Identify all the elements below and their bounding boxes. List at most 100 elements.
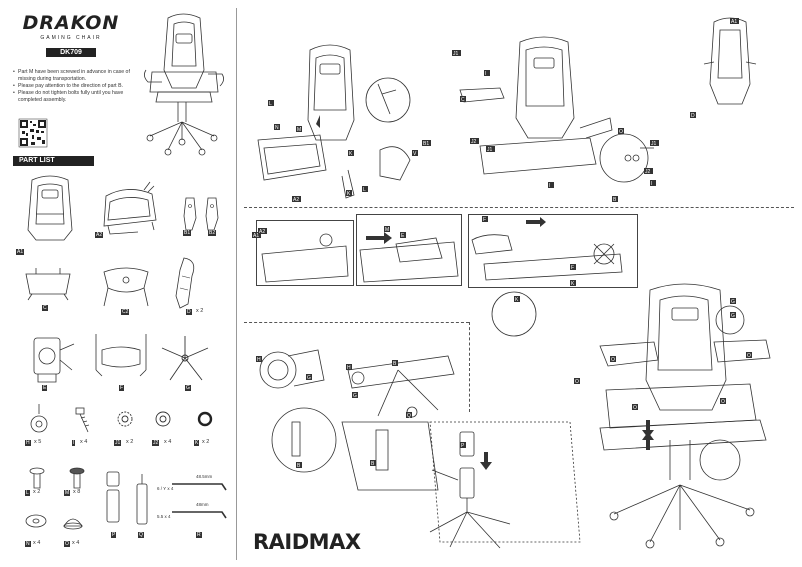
note-item: Part M have been screwed in advance in c… xyxy=(13,69,133,83)
step-callout-label: N xyxy=(274,124,280,131)
svg-text:M: M xyxy=(385,227,389,233)
part-label: I xyxy=(72,440,76,446)
part-label: R xyxy=(196,532,202,538)
svg-text:I: I xyxy=(651,181,652,187)
step-3a-panel xyxy=(256,220,354,286)
step-5-final-chair xyxy=(599,283,771,549)
step-callout-label: B xyxy=(612,196,618,203)
assembly-notes: Part M have been screwed in advance in c… xyxy=(13,69,133,104)
svg-text:I: I xyxy=(549,183,550,189)
step-callout-label: M xyxy=(296,126,302,133)
part-quantity: x 2 xyxy=(126,439,134,445)
svg-text:O: O xyxy=(747,353,751,359)
step-callout-label: O xyxy=(746,352,752,359)
step-callout-label: P xyxy=(460,442,466,449)
chair-overview-illustration xyxy=(144,13,224,156)
part-b1-cover xyxy=(183,197,197,231)
panel-divider xyxy=(236,8,237,560)
part-j1-lock-washer xyxy=(117,411,133,427)
svg-text:L: L xyxy=(363,187,366,193)
step-2-armrest-attach xyxy=(459,36,654,183)
svg-text:A1: A1 xyxy=(731,19,737,25)
part-j2-flat-washer xyxy=(155,411,171,427)
svg-text:G: G xyxy=(731,313,735,319)
brand-subtitle: GAMING CHAIR xyxy=(40,35,102,41)
svg-text:B: B xyxy=(297,463,301,469)
svg-text:B: B xyxy=(371,461,375,467)
note-item: Please pay attention to the direction of… xyxy=(13,83,133,90)
step-3c-panel xyxy=(468,214,638,288)
model-badge: DK709 xyxy=(46,48,96,57)
part-label: A2 xyxy=(95,232,104,238)
part-label: G xyxy=(185,385,191,391)
part-label: O xyxy=(64,541,70,547)
step-callout-label: I xyxy=(650,180,656,187)
step-callout-label: V xyxy=(412,150,418,157)
step-3b-panel xyxy=(356,214,462,286)
svg-text:O: O xyxy=(611,357,615,363)
step-callout-label: C xyxy=(460,96,466,103)
step-callout-label: I xyxy=(484,70,490,77)
svg-text:G: G xyxy=(731,299,735,305)
part-quantity: x 4 xyxy=(33,540,41,546)
step-callout-label: A1 xyxy=(252,232,261,239)
part-quantity: x 4 xyxy=(164,439,172,445)
part-o-cap xyxy=(63,518,83,530)
step-callout-label: E xyxy=(400,232,406,239)
part-label: J1 xyxy=(114,440,122,446)
brand-block: DRAKON GAMING CHAIR DK709 xyxy=(20,12,122,59)
step-callout-label: O xyxy=(720,398,726,405)
part-c-mechanism-plate xyxy=(25,268,71,301)
svg-text:F: F xyxy=(483,217,486,223)
part-label: B1 xyxy=(183,230,192,236)
step-callout-label: B xyxy=(296,462,302,469)
svg-text:O: O xyxy=(575,379,579,385)
svg-text:N: N xyxy=(275,125,279,131)
step-callout-label: L xyxy=(268,100,274,107)
step-4-base-assembly xyxy=(259,349,459,491)
step-callout-label: O xyxy=(618,128,624,135)
part-i-bolt xyxy=(75,407,90,433)
svg-text:A1: A1 xyxy=(253,233,259,239)
step-callout-label: A2 xyxy=(292,196,301,203)
part-quantity: x 2 xyxy=(33,489,41,495)
part-label: E xyxy=(42,385,48,391)
part-k-ring xyxy=(197,411,213,427)
part-label: N xyxy=(25,541,31,547)
svg-text:K: K xyxy=(571,281,575,287)
part-label: H xyxy=(25,440,31,446)
part-label: C2 xyxy=(121,309,130,315)
part-list-panel: DRAKON GAMING CHAIR DK709 Part M have be… xyxy=(0,0,236,567)
part-label: F xyxy=(119,385,125,391)
qr-code xyxy=(18,118,48,148)
svg-text:G: G xyxy=(307,375,311,381)
step-callout-label: K xyxy=(570,280,576,287)
svg-text:H: H xyxy=(257,357,261,363)
svg-text:J2: J2 xyxy=(645,169,651,175)
step-callout-label: G xyxy=(730,312,736,319)
svg-text:K: K xyxy=(515,297,519,303)
step-callout-label: O xyxy=(574,378,580,385)
svg-text:H: H xyxy=(347,365,351,371)
note-item: Please do not tighten bolts fully until … xyxy=(13,90,133,104)
part-a2-seat xyxy=(103,181,157,235)
svg-text:J2: J2 xyxy=(471,139,477,145)
part-p-gas-lift-cover xyxy=(106,471,120,523)
step-callout-label: I xyxy=(548,182,554,189)
part-m-screw xyxy=(69,467,85,489)
step-callout-label: M xyxy=(384,226,390,233)
part-d-armrest xyxy=(175,257,195,309)
step-callout-label: A2 xyxy=(258,228,267,235)
svg-text:B: B xyxy=(393,361,397,367)
step-callout-label: J2 xyxy=(644,168,653,175)
svg-text:D: D xyxy=(691,113,695,119)
svg-text:O: O xyxy=(721,399,725,405)
part-label: M xyxy=(64,490,71,496)
part-a1-backrest xyxy=(27,175,73,241)
svg-text:V: V xyxy=(413,151,417,157)
step-callout-label: K xyxy=(346,190,352,197)
part-label: Q xyxy=(138,532,144,538)
step-callout-label: F xyxy=(570,264,576,271)
part-f-footrest xyxy=(95,334,147,377)
